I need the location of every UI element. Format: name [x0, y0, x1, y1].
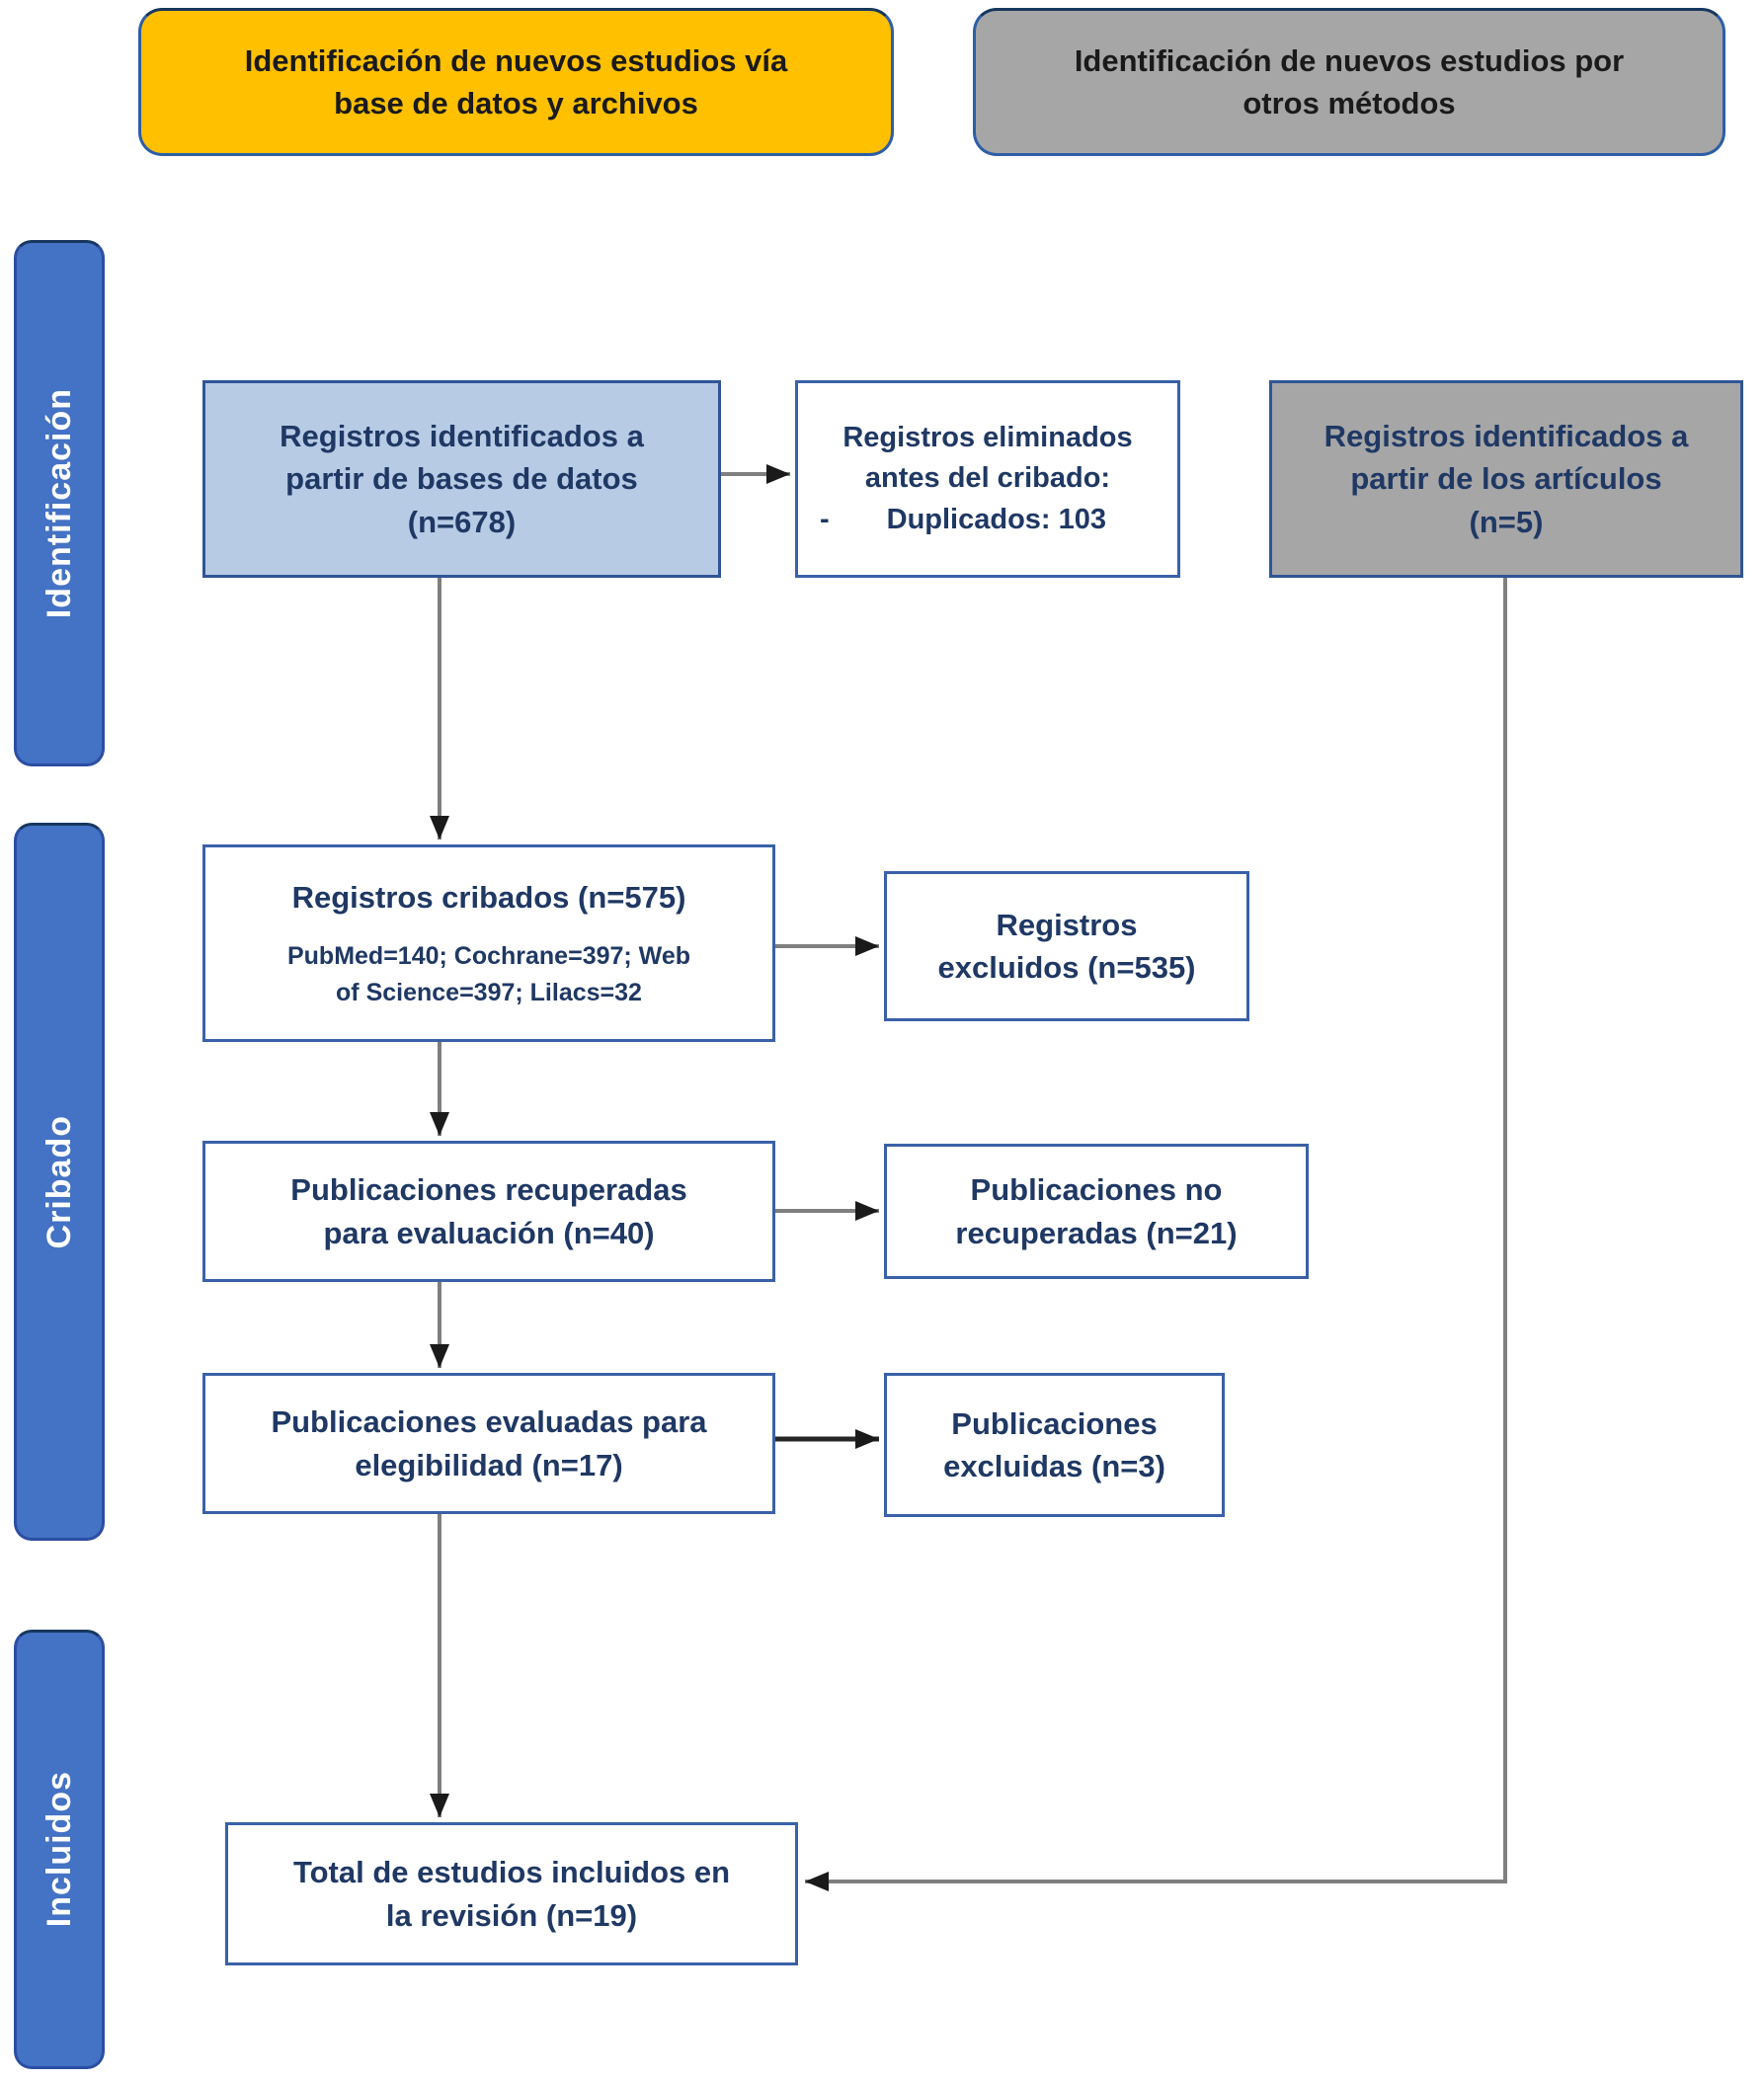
- box-publications-retrieved: Publicaciones recuperadas para evaluació…: [202, 1141, 775, 1282]
- box-records-screened: Registros cribados (n=575) PubMed=140; C…: [202, 844, 775, 1042]
- stage-screening-label: Cribado: [40, 1114, 78, 1249]
- box-records-screened-label: Registros cribados (n=575): [291, 880, 686, 916]
- header-via-databases-label: Identificación de nuevos estudios vía ba…: [244, 42, 788, 120]
- box-publications-excluded: Publicaciones excluidas (n=3): [884, 1373, 1225, 1517]
- box-total-included-label: Total de estudios incluidos en la revisi…: [292, 1855, 731, 1933]
- box-publications-not-retrieved-label: Publicaciones no recuperadas (n=21): [955, 1172, 1238, 1250]
- arrow-articles-to-total: [805, 578, 1507, 1891]
- box-records-removed: Registros eliminados antes del cribado: …: [795, 380, 1180, 578]
- box-publications-retrieved-label: Publicaciones recuperadas para evaluació…: [290, 1172, 687, 1250]
- bullet-dash: -: [820, 504, 830, 536]
- stage-included: Incluidos: [14, 1630, 105, 2069]
- box-publications-assessed-label: Publicaciones evaluadas para elegibilida…: [271, 1404, 707, 1482]
- box-records-excluded-label: Registros excluidos (n=535): [937, 907, 1196, 985]
- box-records-identified-articles-label: Registros identificados a partir de los …: [1323, 418, 1689, 539]
- box-records-removed-item: Duplicados: 103: [886, 504, 1107, 536]
- box-records-removed-bullet-row: - Duplicados: 103: [812, 500, 1163, 540]
- header-via-databases: Identificación de nuevos estudios vía ba…: [138, 8, 894, 156]
- box-publications-not-retrieved: Publicaciones no recuperadas (n=21): [884, 1144, 1309, 1279]
- box-records-screened-detail: PubMed=140; Cochrane=397; Web of Science…: [286, 942, 690, 1006]
- stage-identification: Identificación: [14, 240, 105, 766]
- box-records-identified-databases: Registros identificados a partir de base…: [202, 380, 721, 578]
- stage-screening: Cribado: [14, 823, 105, 1541]
- box-total-included: Total de estudios incluidos en la revisi…: [225, 1822, 798, 1965]
- box-records-identified-databases-label: Registros identificados a partir de base…: [280, 418, 644, 539]
- box-publications-excluded-label: Publicaciones excluidas (n=3): [943, 1405, 1165, 1483]
- box-publications-assessed: Publicaciones evaluadas para elegibilida…: [202, 1373, 775, 1514]
- header-other-methods-label: Identificación de nuevos estudios por ot…: [1074, 42, 1625, 120]
- stage-included-label: Incluidos: [40, 1771, 78, 1928]
- box-records-identified-articles: Registros identificados a partir de los …: [1269, 380, 1743, 578]
- stage-identification-label: Identificación: [40, 387, 78, 619]
- header-other-methods: Identificación de nuevos estudios por ot…: [973, 8, 1725, 156]
- box-records-removed-title: Registros eliminados antes del cribado:: [842, 422, 1133, 494]
- box-records-excluded: Registros excluidos (n=535): [884, 871, 1249, 1021]
